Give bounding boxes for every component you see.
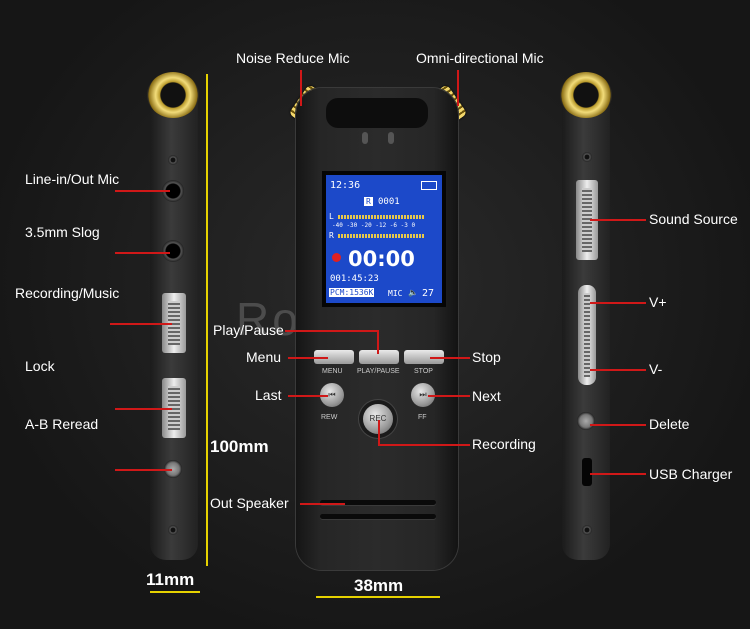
volume-rocker: [578, 285, 596, 385]
label-delete: Delete: [649, 416, 690, 432]
screw-icon: [582, 152, 592, 162]
battery-icon: [421, 181, 437, 190]
volume-level: 27: [422, 288, 435, 299]
usb-port: [582, 458, 592, 486]
speaker-grill: [320, 514, 436, 519]
label-menu: Menu: [246, 349, 282, 365]
label-ab-reread: A-B Reread: [25, 416, 99, 432]
play-button-label: PLAY/PAUSE: [357, 368, 400, 375]
label-sound-source: Sound Source: [649, 211, 738, 227]
front-top-cap: [326, 98, 428, 128]
callout-line: [115, 469, 172, 471]
callout-line: [590, 369, 646, 371]
label-play-pause: Play/Pause: [213, 322, 284, 338]
callout-line: [115, 252, 170, 254]
menu-button[interactable]: [314, 350, 354, 364]
label-lock: Lock: [25, 358, 55, 374]
file-number: 0001: [378, 197, 400, 207]
label-v-minus: V-: [649, 361, 663, 377]
format-badge: PCM:1536K: [329, 288, 375, 297]
depth-dimension-bar: [150, 591, 200, 593]
height-dimension: 100mm: [210, 437, 269, 456]
label-usb: USB Charger: [649, 466, 733, 482]
callout-line: [428, 395, 470, 397]
callout-line: [110, 323, 172, 325]
channel-left: L: [329, 212, 334, 221]
front-view: [296, 88, 458, 570]
callout-line: [378, 444, 470, 446]
label-next: Next: [472, 388, 501, 404]
depth-dimension: 11mm: [146, 570, 195, 589]
label-noise-reduce-mic: Noise Reduce Mic: [236, 50, 350, 66]
label-omni-mic: Omni-directional Mic: [416, 50, 544, 66]
callout-line: [285, 330, 377, 332]
menu-button-label: MENU: [322, 368, 343, 375]
height-dimension-bar: [206, 74, 208, 566]
meter-scale: -40 -30 -20 -12 -6 -3 0: [332, 222, 416, 229]
elapsed-time: 00:00: [348, 247, 415, 271]
remaining-time: 001:45:23: [330, 274, 379, 284]
callout-line: [115, 190, 170, 192]
label-slog: 3.5mm Slog: [25, 224, 100, 240]
channel-right: R: [329, 231, 334, 240]
callout-line: [590, 302, 646, 304]
callout-line: [430, 357, 470, 359]
screw-icon: [168, 525, 178, 535]
label-last: Last: [255, 387, 282, 403]
callout-line: [300, 70, 302, 106]
speaker-grill: [320, 500, 436, 505]
callout-line: [378, 420, 380, 444]
screw-icon: [168, 155, 178, 165]
label-out-speaker: Out Speaker: [210, 495, 289, 511]
stop-button[interactable]: [404, 350, 444, 364]
width-dimension-bar: [316, 596, 440, 598]
label-stop: Stop: [472, 349, 501, 365]
callout-line: [590, 473, 646, 475]
level-meter-left: [338, 215, 424, 219]
label-v-plus: V+: [649, 294, 667, 310]
rec-music-switch: [162, 293, 186, 353]
screen-time: 12:36: [330, 180, 361, 191]
callout-line: [590, 424, 646, 426]
level-meter-right: [338, 234, 424, 238]
callout-line: [590, 219, 646, 221]
label-recording: Recording: [472, 436, 536, 452]
label-line-in: Line-in/Out Mic: [25, 171, 120, 187]
delete-button: [577, 412, 595, 430]
callout-line: [377, 330, 379, 354]
left-mic-cap: [147, 72, 199, 118]
right-mic-cap: [560, 72, 612, 118]
callout-line: [115, 408, 172, 410]
file-badge: R: [364, 197, 373, 206]
label-rec-music: Recording/Music: [15, 285, 120, 301]
callout-line: [300, 503, 345, 505]
rew-label: REW: [321, 414, 338, 421]
screw-icon: [582, 525, 592, 535]
lcd-screen: 12:36 R 0001 L -40 -30 -20 -12 -6 -3 0 R…: [322, 171, 446, 307]
volume-icon: 🔈: [408, 288, 418, 297]
ff-label: FF: [418, 414, 427, 421]
led-indicator: [362, 132, 368, 144]
callout-line: [288, 357, 328, 359]
reset-button: [164, 460, 182, 478]
record-dot-icon: [332, 253, 341, 262]
rec-button-label: REC: [369, 414, 387, 423]
mic-indicator: MIC: [388, 289, 403, 298]
led-indicator: [388, 132, 394, 144]
width-dimension: 38mm: [354, 576, 404, 595]
callout-line: [457, 70, 459, 106]
callout-line: [288, 395, 328, 397]
stop-button-label: STOP: [414, 368, 433, 375]
slog-port: [162, 240, 184, 262]
sound-source-switch: [576, 180, 598, 260]
line-in-port: [162, 180, 184, 202]
play-pause-button[interactable]: [359, 350, 399, 364]
